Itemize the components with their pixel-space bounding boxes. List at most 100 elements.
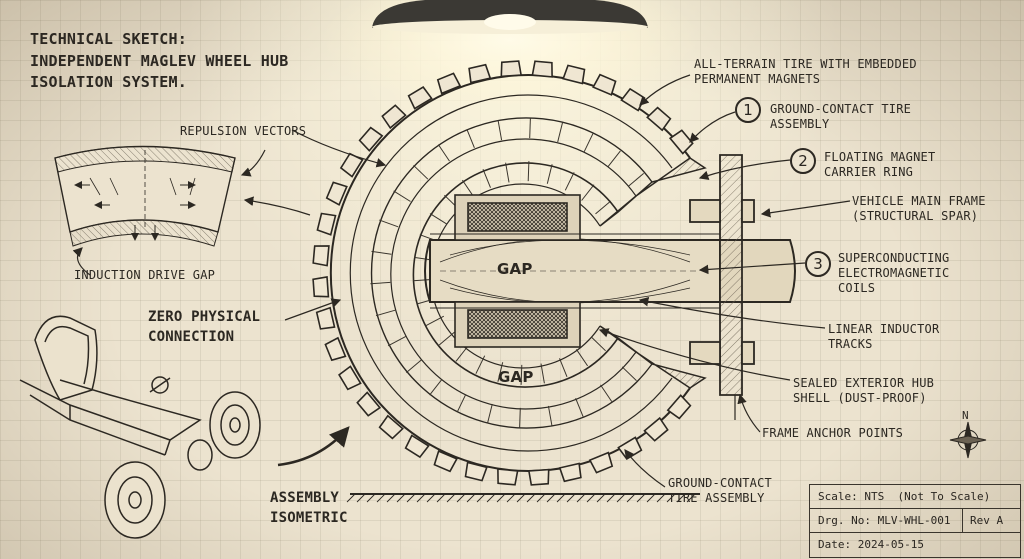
tread-lug [666, 394, 692, 420]
callout-badge-3: 3 [805, 251, 831, 277]
magnet-segment-divider [375, 309, 396, 317]
tread-lug [378, 414, 404, 440]
label-gap-lower: GAP [498, 368, 534, 386]
inner-segment-divider [595, 200, 612, 215]
inner-segment-divider [505, 162, 510, 183]
inner-segment-divider [546, 164, 553, 184]
title-block-rev: Rev A [970, 514, 1004, 527]
title-line-1: TECHNICAL SKETCH: [30, 30, 187, 48]
inner-segment-divider [564, 172, 575, 191]
tread-lug [436, 72, 462, 95]
title-block-vdivider [962, 509, 963, 533]
magnet-segment-divider [487, 403, 493, 424]
tread-lug [646, 106, 672, 132]
go-kart-isometric-sketch [19, 315, 261, 539]
magnet-segment-divider [429, 379, 443, 396]
magnet-segment-divider [405, 359, 422, 373]
repulsion-detail-section [54, 145, 236, 247]
tread-lug [338, 365, 362, 391]
title-block-divider [810, 508, 1020, 509]
inner-segment-divider [475, 355, 486, 374]
tire-body [329, 74, 691, 472]
title-line-2: INDEPENDENT MAGLEV WHEEL HUB [30, 52, 289, 70]
inner-segment-divider [559, 358, 568, 377]
ground-line [346, 493, 700, 503]
compass-north-label: N [962, 409, 969, 422]
inner-segment-divider [482, 169, 491, 188]
label-anchor-points: FRAME ANCHOR POINTS [762, 426, 904, 440]
magnet-segment-divider [621, 366, 637, 382]
inner-segment-divider [429, 213, 448, 225]
title-block-drawing-no: Drg. No: MLV-WHL-001 [818, 514, 951, 527]
tread-lug [588, 451, 614, 474]
inner-segment-divider [425, 315, 445, 327]
magnet-segment-divider [519, 407, 521, 428]
title-block-divider-2 [810, 532, 1020, 533]
tread-lug [668, 129, 694, 155]
magnet-segment-divider [413, 164, 429, 180]
magnet-segment-divider [497, 120, 503, 141]
inner-segment-divider [438, 331, 455, 346]
lamp-icon [320, 0, 700, 110]
inner-segment-divider [455, 345, 469, 362]
tread-lug [404, 434, 430, 459]
compass-rose-icon [949, 421, 987, 459]
inner-segment-divider [497, 362, 504, 382]
tread-lug [558, 462, 582, 483]
inner-segment-divider [581, 184, 595, 201]
magnet-segment-divider [547, 405, 553, 426]
leader-lines [72, 74, 851, 488]
tread-lug [562, 64, 586, 85]
magnet-segment-divider [575, 398, 584, 417]
label-repulsion-vectors: REPULSION VECTORS [180, 124, 307, 138]
magnet-segment-divider [370, 281, 391, 285]
electromagnetic-coils [430, 194, 720, 348]
magnet-segments [370, 118, 645, 428]
tire-tread [312, 60, 694, 486]
title-block-date: Date: 2024-05-15 [818, 538, 924, 551]
inner-segment-divider [590, 336, 606, 352]
magnet-segment-divider [379, 219, 399, 228]
magnet-segment-divider [387, 335, 407, 347]
inner-segment-divider [527, 161, 530, 182]
magnet-segment-divider [437, 144, 450, 162]
tread-lug [527, 468, 550, 486]
callout-badge-1: 1 [735, 97, 761, 123]
magnet-segment-divider [529, 118, 531, 139]
title-block-scale: Scale: NTS (Not To Scale) [818, 490, 991, 503]
magnet-segment-divider [628, 173, 645, 187]
tread-lug [358, 126, 384, 152]
tread-lug [312, 245, 330, 267]
tread-lug [325, 181, 348, 206]
inner-segment-divider [461, 179, 475, 197]
title-block: Scale: NTS (Not To Scale) Drg. No: MLV-W… [809, 484, 1021, 558]
label-induction-gap: INDUCTION DRIVE GAP [74, 268, 216, 282]
tread-lug [315, 306, 336, 330]
tread-lug [497, 468, 519, 486]
tread-lug [500, 60, 523, 78]
label-gap-center: GAP [497, 260, 533, 278]
magnet-segment-divider [600, 384, 613, 402]
vehicle-frame-flange [689, 154, 755, 420]
isometric-arrow [277, 426, 350, 467]
magnet-segment-divider [607, 150, 621, 167]
tread-lug [464, 461, 488, 482]
tire-cut-ends [599, 157, 707, 389]
tread-lug [316, 212, 337, 236]
magnet-segment-divider [583, 133, 594, 152]
magnet-segment-divider [456, 394, 467, 413]
tread-lug [468, 63, 492, 84]
magnet-segment-divider [371, 250, 392, 255]
title-line-3: ISOLATION SYSTEM. [30, 73, 187, 91]
tread-lug [592, 73, 617, 96]
tread-lug [531, 60, 553, 78]
